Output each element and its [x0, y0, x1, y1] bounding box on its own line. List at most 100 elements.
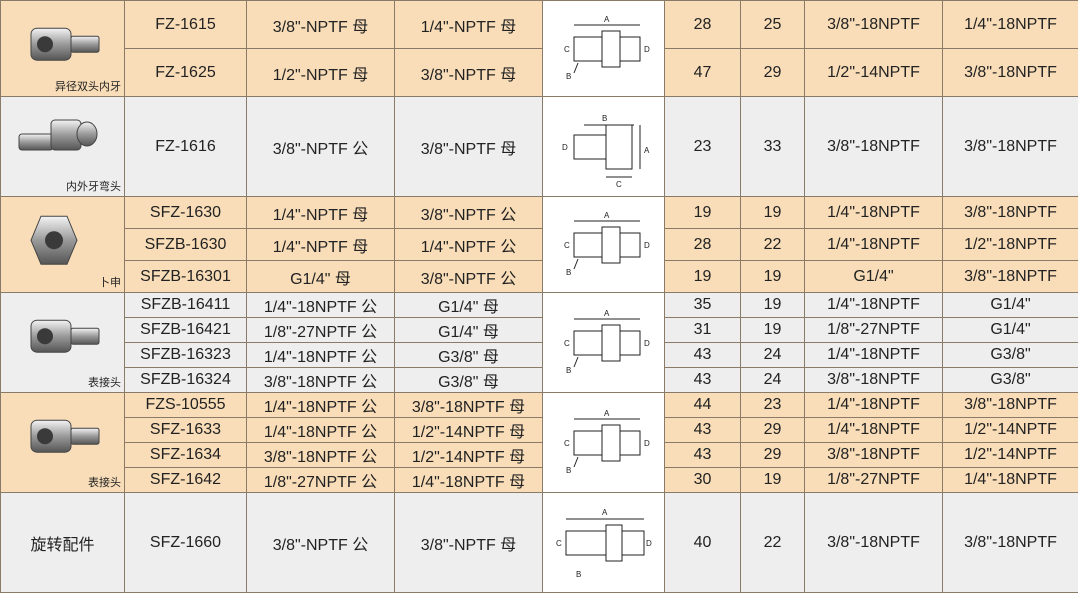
- length-a-cell: 43: [664, 417, 741, 443]
- dimension-label-c: C: [556, 539, 562, 548]
- thread-c-cell: 1/4"-18NPTF: [804, 196, 943, 229]
- thread-c-cell: 1/8"-27NPTF: [804, 467, 943, 493]
- length-a-cell: 40: [664, 492, 741, 593]
- dimension-label-b: B: [576, 570, 581, 579]
- dimension-label-a: A: [602, 508, 608, 517]
- hex-b-cell: 29: [740, 417, 805, 443]
- thread-c-cell: 3/8"-18NPTF: [804, 367, 943, 393]
- model-cell: FZ-1625: [124, 48, 247, 97]
- thread-c-cell: 1/4"-18NPTF: [804, 292, 943, 318]
- thread-a-cell: 1/2"-NPTF 母: [246, 48, 395, 97]
- gauge-adapter-icon: [30, 319, 100, 353]
- dimension-label-c: C: [616, 180, 622, 189]
- reducing-female-coupling-icon: [30, 27, 100, 61]
- dimension-label-d: D: [644, 45, 650, 54]
- thread-a-cell: 1/8"-27NPTF 公: [246, 467, 395, 493]
- dimension-label-c: C: [564, 45, 570, 54]
- dimension-label-d: D: [646, 539, 652, 548]
- thread-a-cell: 1/8"-27NPTF 公: [246, 317, 395, 343]
- length-a-cell: 31: [664, 317, 741, 343]
- product-name: 旋转配件: [30, 536, 95, 554]
- product-photo-cell: 表接头: [0, 292, 125, 393]
- length-a-cell: 43: [664, 442, 741, 468]
- thread-d-cell: 3/8"-18NPTF: [942, 260, 1078, 293]
- model-cell: SFZB-16411: [124, 292, 247, 318]
- product-name: 表接头: [88, 377, 121, 389]
- thread-a-cell: 3/8"-18NPTF 公: [246, 367, 395, 393]
- thread-d-cell: 3/8"-18NPTF: [942, 48, 1078, 97]
- dimension-label-d: D: [562, 143, 568, 152]
- dimension-label-a: A: [604, 409, 610, 418]
- hex-b-cell: 19: [740, 196, 805, 229]
- thread-a-cell: 3/8"-NPTF 母: [246, 0, 395, 49]
- thread-c-cell: 3/8"-18NPTF: [804, 492, 943, 593]
- product-photo-cell: 旋转配件: [0, 492, 125, 593]
- model-cell: FZ-1616: [124, 96, 247, 197]
- hex-b-cell: 19: [740, 467, 805, 493]
- model-cell: SFZB-16323: [124, 342, 247, 368]
- thread-c-cell: 1/4"-18NPTF: [804, 392, 943, 418]
- thread-c-cell: 3/8"-18NPTF: [804, 96, 943, 197]
- model-cell: FZS-10555: [124, 392, 247, 418]
- length-a-cell: 35: [664, 292, 741, 318]
- dimension-label-b: B: [566, 466, 571, 475]
- hex-b-cell: 23: [740, 392, 805, 418]
- length-a-cell: 47: [664, 48, 741, 97]
- dimension-label-a: A: [644, 146, 650, 155]
- dimension-label-c: C: [564, 339, 570, 348]
- dimension-label-a: A: [604, 211, 610, 220]
- model-cell: SFZ-1634: [124, 442, 247, 468]
- dimension-label-c: C: [564, 241, 570, 250]
- thread-c-cell: 1/4"-18NPTF: [804, 417, 943, 443]
- model-cell: SFZB-16421: [124, 317, 247, 343]
- thread-b-cell: 3/8"-NPTF 母: [394, 492, 543, 593]
- length-a-cell: 19: [664, 196, 741, 229]
- thread-d-cell: 1/2"-14NPTF: [942, 442, 1078, 468]
- thread-c-cell: 3/8"-18NPTF: [804, 0, 943, 49]
- thread-a-cell: G1/4" 母: [246, 260, 395, 293]
- dimension-label-d: D: [644, 241, 650, 250]
- hex-b-cell: 29: [740, 442, 805, 468]
- dimension-label-b: B: [566, 366, 571, 375]
- length-a-cell: 43: [664, 342, 741, 368]
- thread-b-cell: G3/8" 母: [394, 367, 543, 393]
- hex-bushing-icon: [30, 215, 78, 265]
- dimension-label-a: A: [604, 15, 610, 24]
- thread-a-cell: 3/8"-NPTF 公: [246, 96, 395, 197]
- thread-b-cell: 1/4"-NPTF 公: [394, 228, 543, 261]
- length-a-cell: 19: [664, 260, 741, 293]
- hex-b-cell: 25: [740, 0, 805, 49]
- dimension-label-c: C: [564, 439, 570, 448]
- hex-b-cell: 22: [740, 492, 805, 593]
- thread-c-cell: 1/8"-27NPTF: [804, 317, 943, 343]
- thread-c-cell: 3/8"-18NPTF: [804, 442, 943, 468]
- thread-b-cell: 3/8"-NPTF 公: [394, 196, 543, 229]
- length-a-cell: 43: [664, 367, 741, 393]
- thread-d-cell: 3/8"-18NPTF: [942, 392, 1078, 418]
- thread-d-cell: G3/8": [942, 342, 1078, 368]
- hex-b-cell: 29: [740, 48, 805, 97]
- thread-b-cell: 1/4"-NPTF 母: [394, 0, 543, 49]
- hex-b-cell: 24: [740, 367, 805, 393]
- dimension-label-d: D: [644, 439, 650, 448]
- dimension-drawing-cell: A C D B: [542, 492, 665, 593]
- thread-a-cell: 1/4"-18NPTF 公: [246, 417, 395, 443]
- hex-b-cell: 19: [740, 292, 805, 318]
- thread-a-cell: 1/4"-18NPTF 公: [246, 392, 395, 418]
- thread-a-cell: 1/4"-NPTF 母: [246, 196, 395, 229]
- thread-b-cell: 1/4"-18NPTF 母: [394, 467, 543, 493]
